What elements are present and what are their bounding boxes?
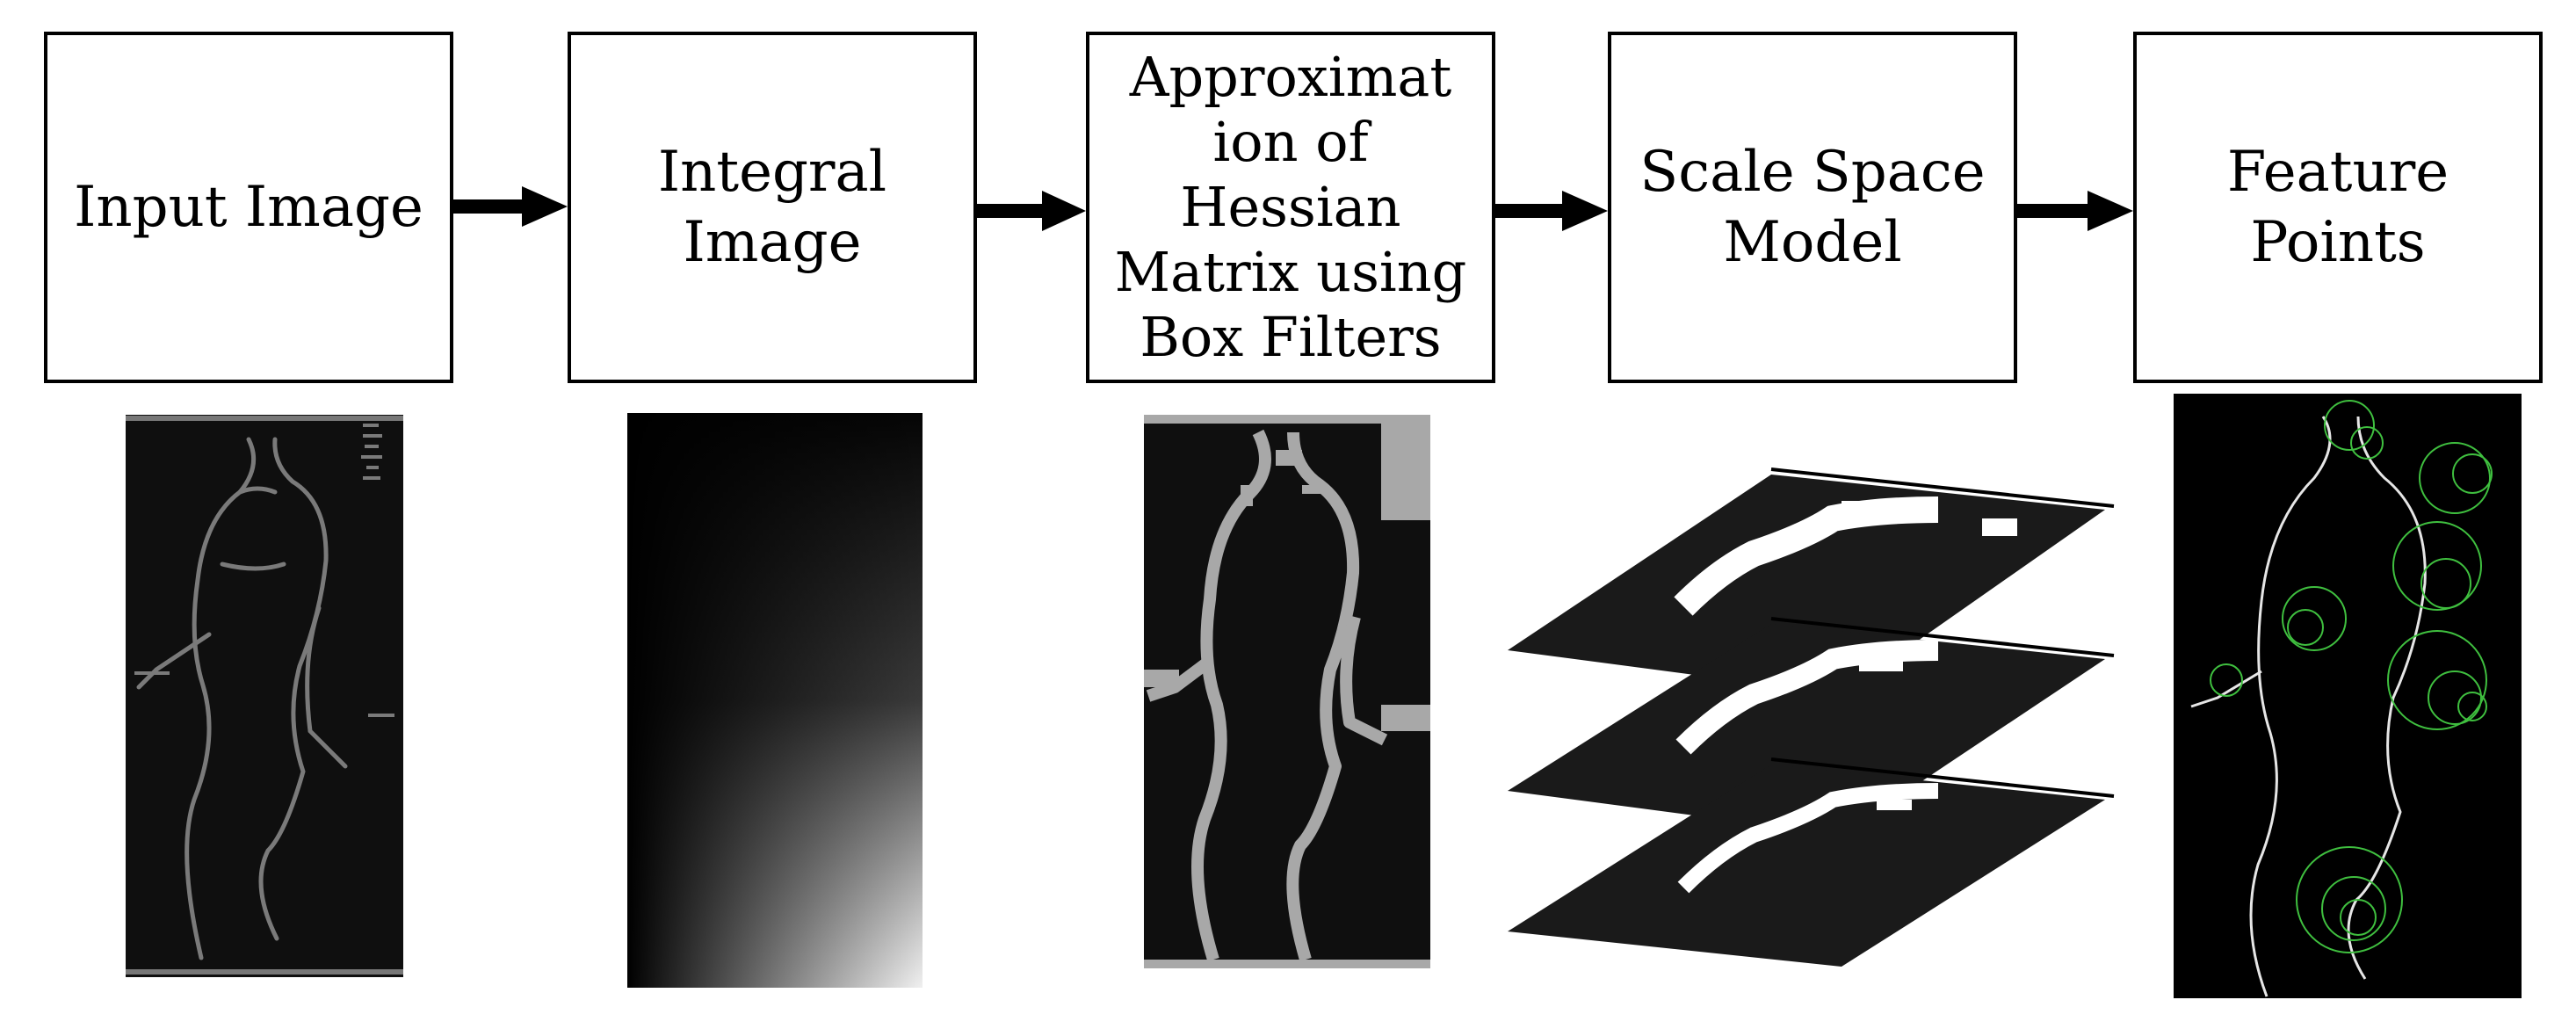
scale-space-stack-image <box>1508 467 2115 967</box>
step-label: Feature Points <box>2226 140 2449 275</box>
step-label: Approximat ion of Hessian Matrix using B… <box>1114 45 1467 369</box>
step-integral-image: Integral Image <box>568 32 977 383</box>
step-input-image: Input Image <box>44 32 453 383</box>
step-feature-points: Feature Points <box>2133 32 2543 383</box>
box-filter-image <box>1144 415 1430 968</box>
arrow-right-icon <box>2017 191 2133 231</box>
feature-points-image <box>2174 390 2522 1002</box>
silhouette-outline-image <box>126 415 403 977</box>
step-label: Input Image <box>74 175 423 240</box>
step-hessian-approximation: Approximat ion of Hessian Matrix using B… <box>1086 32 1495 383</box>
arrow-right-icon <box>453 186 568 227</box>
arrow-right-icon <box>1495 191 1608 231</box>
step-label: Scale Space Model <box>1639 140 1986 275</box>
step-scale-space-model: Scale Space Model <box>1608 32 2017 383</box>
step-label: Integral Image <box>657 140 887 275</box>
arrow-right-icon <box>977 191 1086 231</box>
integral-gradient-image <box>627 413 923 988</box>
